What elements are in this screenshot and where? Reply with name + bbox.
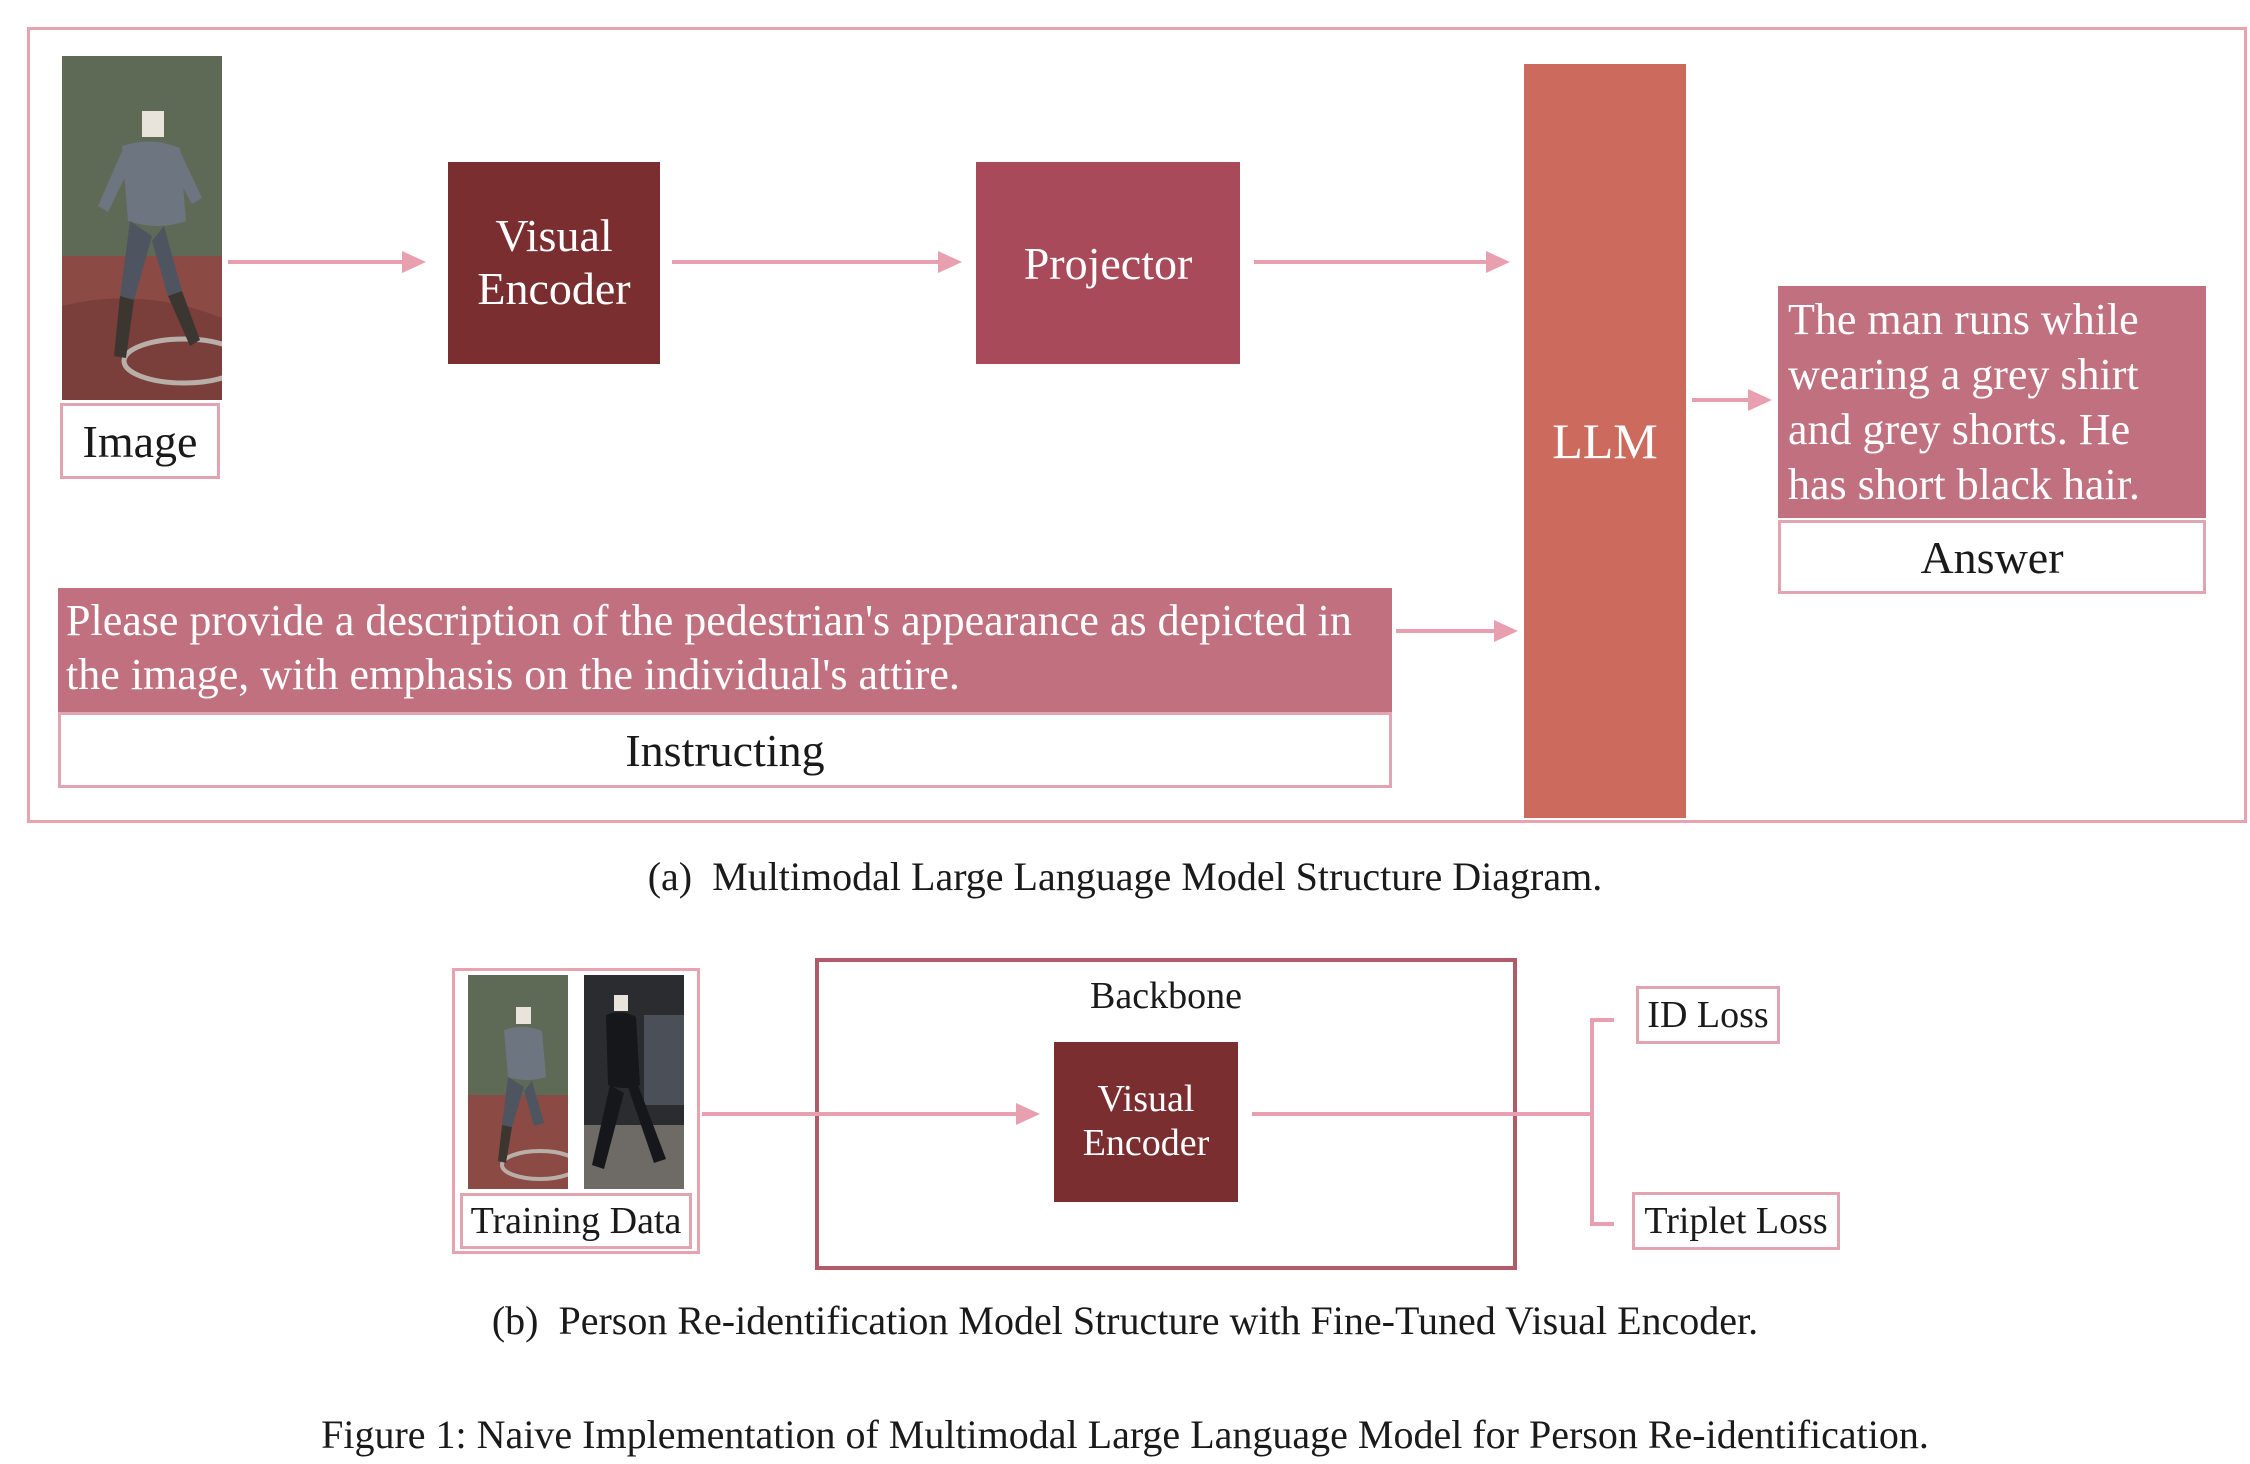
answer-label: Answer (1778, 520, 2206, 594)
training-data-label: Training Data (460, 1193, 692, 1249)
caption-b: (b) Person Re-identification Model Struc… (491, 1297, 1759, 1343)
backbone-label: Backbone (1090, 975, 1242, 1017)
id-loss-box: ID Loss (1636, 986, 1780, 1044)
pedestrian-image (62, 56, 222, 400)
training-data-frame (452, 968, 700, 1254)
instructing-label: Instructing (58, 712, 1392, 788)
figure-caption: Figure 1: Naive Implementation of Multim… (321, 1411, 1929, 1457)
backbone-visual-encoder: Visual Encoder (1054, 1042, 1238, 1202)
answer-text-box: The man runs while wearing a grey shirt … (1778, 286, 2206, 518)
caption-a: (a) Multimodal Large Language Model Stru… (647, 853, 1603, 899)
triplet-loss-box: Triplet Loss (1632, 1192, 1840, 1250)
arrowhead-training-to-encoder (1016, 1103, 1040, 1125)
arrowhead-image-to-encoder (402, 251, 426, 273)
arrowhead-llm-to-answer (1748, 389, 1772, 411)
panel-a-frame (27, 27, 2247, 823)
instruction-text-box: Please provide a description of the pede… (58, 588, 1392, 712)
visual-encoder-block: Visual Encoder (448, 162, 660, 364)
image-label: Image (60, 403, 220, 479)
training-image-runner (468, 975, 568, 1189)
projector-block: Projector (976, 162, 1240, 364)
arrowhead-projector-to-llm (1486, 251, 1510, 273)
training-image-walker (584, 975, 684, 1189)
arrowhead-encoder-to-projector (938, 251, 962, 273)
arrowhead-instruction-to-llm (1494, 620, 1518, 642)
bracket-to-losses (1590, 1018, 1614, 1226)
llm-block: LLM (1524, 64, 1686, 818)
